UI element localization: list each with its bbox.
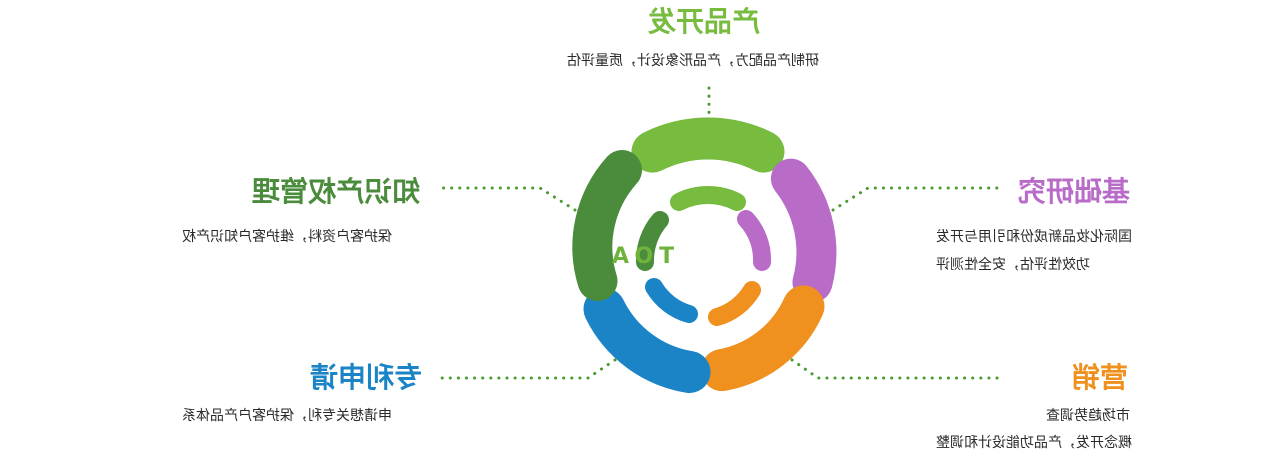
desc-ip-line-1: 保护客户资料，维护客户知识产权 <box>182 229 392 245</box>
desc-marketing-line-1: 市场趋势调查 <box>1046 408 1130 424</box>
connector-ip <box>438 186 577 212</box>
inner-segment-product <box>670 186 746 211</box>
connectors <box>438 86 1002 380</box>
title-research: 基础研究 <box>1018 175 1131 208</box>
desc-research-line-2: 功效性评估，安全性测评 <box>936 257 1090 273</box>
title-product: 产品开发 <box>648 5 761 38</box>
desc-research-line-1: 国际化妆品新成份和引用与开发 <box>936 229 1132 245</box>
outer-segment-patent <box>583 288 711 393</box>
title-marketing: 营销 <box>1072 361 1129 394</box>
center-label: TOA <box>605 244 675 269</box>
connector-patent <box>438 358 617 380</box>
title-ip: 知识产权管理 <box>252 175 421 208</box>
connector-marketing <box>790 358 1002 380</box>
outer-segment-product <box>631 117 785 173</box>
connector-research <box>831 186 1002 212</box>
desc-patent-line-1: 申请想关专利，保护客户产品体系 <box>182 408 392 424</box>
inner-segment-patent <box>645 278 698 323</box>
outer-segment-research <box>770 158 837 303</box>
title-patent: 专利申请 <box>310 361 423 394</box>
inner-segment-marketing <box>708 281 761 326</box>
desc-product-line-1: 研制产品配方，产品形象设计，质量评估 <box>567 53 819 69</box>
outer-segment-marketing <box>701 285 825 392</box>
inner-segment-research <box>737 210 772 271</box>
inner-segment-ip <box>636 211 669 271</box>
outer-segment-ip <box>572 150 642 301</box>
desc-marketing-line-2: 概念开发，产品功能设计和调整 <box>936 435 1132 451</box>
